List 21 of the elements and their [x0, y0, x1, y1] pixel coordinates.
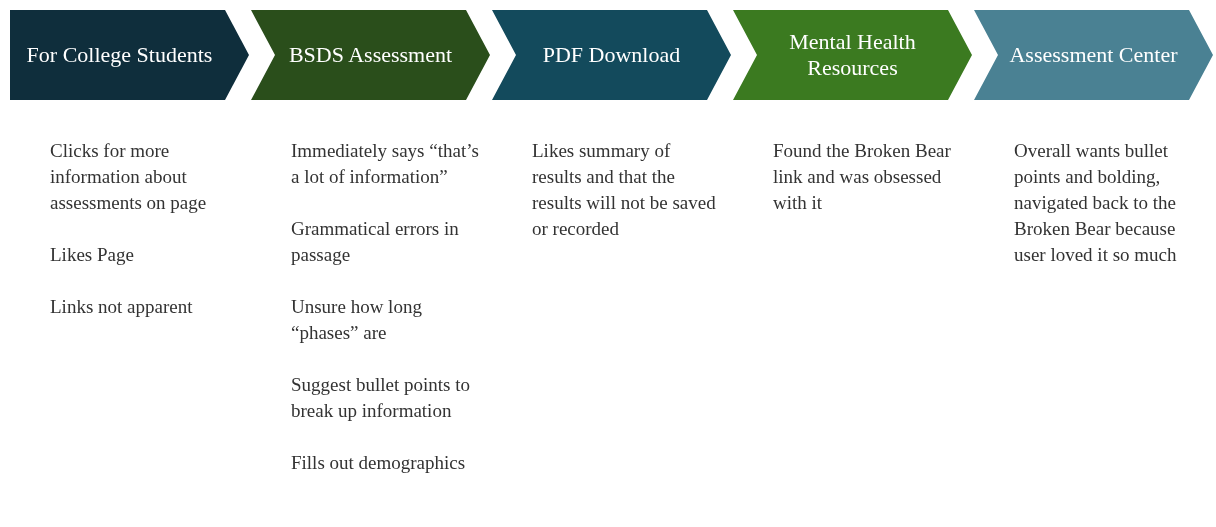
- process-step-banner: [492, 10, 731, 100]
- note-text: Unsure how long “phases” are: [291, 295, 423, 345]
- note-text: Clicks for more information about assessments on page: [50, 139, 208, 215]
- process-step-banner: [974, 10, 1213, 100]
- step-title: Assessment Center: [1008, 42, 1179, 68]
- step-title: PDF Download: [541, 42, 682, 68]
- note-text: Grammatical errors in passage: [291, 217, 460, 267]
- note-text: Fills out demographics: [291, 451, 467, 475]
- note-text: Likes summary of results and that the results will not be saved or recorded: [532, 139, 717, 241]
- process-step-banner: [251, 10, 490, 100]
- step-title: BSDS Assessment: [287, 42, 454, 68]
- note-text: Likes Page: [50, 243, 135, 267]
- note-text: Found the Broken Bear link and was obsessed with it: [773, 139, 952, 215]
- process-step-banner: [733, 10, 972, 100]
- process-step-banner: [10, 10, 249, 100]
- note-text: Overall wants bullet points and bolding, navigated back to the Broken Bear because user loved it so much: [1014, 139, 1178, 267]
- step-title: For College Students: [25, 42, 214, 68]
- note-text: Suggest bullet points to break up information: [291, 373, 471, 423]
- note-text: Links not apparent: [50, 295, 194, 319]
- note-text: Immediately says “that’s a lot of information”: [291, 139, 480, 189]
- step-title: Mental Health Resources: [788, 29, 917, 81]
